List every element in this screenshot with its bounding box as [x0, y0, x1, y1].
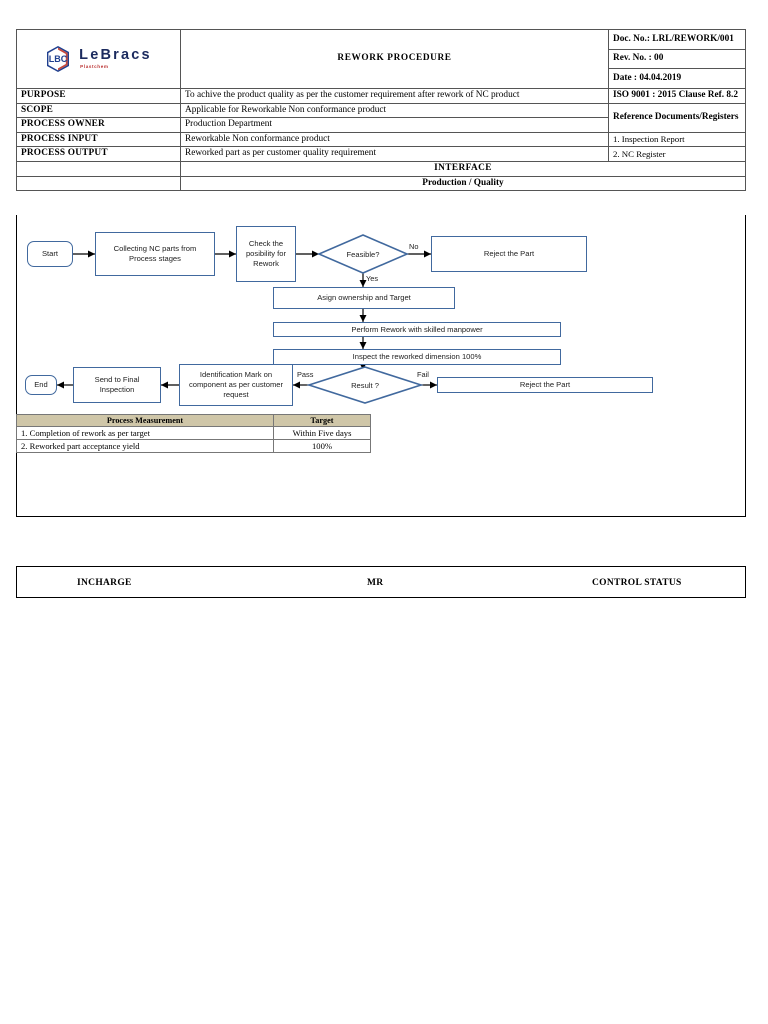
- interface-spacer: [16, 161, 181, 177]
- logo-cell: LBC LeBracs Plastchem: [16, 29, 181, 89]
- flow-node-feasible-decision[interactable]: Feasible?: [319, 235, 407, 273]
- flow-node-identification-mark[interactable]: Identification Mark on component as per …: [179, 364, 293, 406]
- flow-node-send-to-final-inspection[interactable]: Send to Final Inspection: [73, 367, 161, 403]
- lebracs-hexagon-logo-icon: LBC: [45, 45, 71, 73]
- meta-iso-clause: ISO 9001 : 2015 Clause Ref. 8.2: [608, 88, 746, 104]
- measurement-header-row: Process Measurement Target: [16, 414, 371, 427]
- measurement-cell-process-2: 2. Reworked part acceptance yield: [16, 439, 274, 453]
- signature-footer: INCHARGE MR CONTROL STATUS: [16, 566, 746, 598]
- table-row: 2. Reworked part acceptance yield 100%: [16, 439, 371, 453]
- measurement-cell-process-1: 1. Completion of rework as per target: [16, 426, 274, 440]
- flow-node-collecting-nc-parts[interactable]: Collecting NC parts from Process stages: [95, 232, 215, 276]
- page-title: REWORK PROCEDURE: [180, 29, 609, 89]
- flowchart-connectors: [57, 234, 437, 404]
- flow-node-check-possibility[interactable]: Check the posibility for Rework: [236, 226, 296, 282]
- interface-lane-label: Production / Quality: [180, 175, 746, 192]
- row-label-scope: SCOPE: [16, 102, 181, 119]
- interface-heading: INTERFACE: [180, 161, 746, 177]
- row-value-scope: Applicable for Reworkable Non conformanc…: [180, 102, 609, 119]
- flow-node-reject-the-part-top[interactable]: Reject the Part: [431, 236, 587, 272]
- footer-mr: MR: [367, 578, 384, 588]
- flow-node-perform-rework[interactable]: Perform Rework with skilled manpower: [273, 322, 561, 337]
- row-label-process-input: PROCESS INPUT: [16, 131, 181, 148]
- row-value-process-input: Reworkable Non conformance product: [180, 131, 609, 148]
- row-label-purpose: PURPOSE: [16, 88, 181, 104]
- flow-node-result-decision[interactable]: Result ?: [309, 367, 421, 403]
- edge-label-yes: Yes: [366, 274, 379, 283]
- flowchart-canvas: Start Collecting NC parts from Process s…: [16, 215, 746, 517]
- logo-brand-subtitle: Plastchem: [80, 63, 109, 69]
- flow-node-end[interactable]: End: [25, 375, 57, 395]
- edge-label-fail: Fail: [417, 370, 429, 379]
- table-row-process-output: PROCESS OUTPUT Reworked part as per cust…: [16, 146, 746, 163]
- reference-item-1: 1. Inspection Report: [608, 131, 746, 148]
- logo-brand-name: LeBracs: [79, 47, 152, 64]
- table-row-process-owner: PROCESS OWNER Production Department: [16, 117, 746, 133]
- meta-doc-no: Doc. No.: LRL/REWORK/001: [608, 29, 746, 50]
- table-row-purpose: PURPOSE To achive the product quality as…: [16, 88, 746, 104]
- flow-node-start[interactable]: Start: [27, 241, 73, 267]
- table-row-lane: Production / Quality: [16, 175, 746, 192]
- header-row-date: Date : 04.04.2019: [17, 68, 746, 89]
- measurement-header-target: Target: [273, 414, 371, 427]
- flow-node-reject-the-part-bottom[interactable]: Reject the Part: [437, 377, 653, 393]
- row-value-purpose: To achive the product quality as per the…: [180, 88, 609, 104]
- process-measurement-table: Process Measurement Target 1. Completion…: [16, 414, 371, 453]
- meta-rev-no: Rev. No. : 00: [608, 48, 746, 70]
- lane-spacer: [16, 175, 181, 192]
- measurement-header-process: Process Measurement: [16, 414, 274, 427]
- row-value-process-output: Reworked part as per customer quality re…: [180, 146, 609, 163]
- table-row-interface: INTERFACE: [16, 161, 746, 177]
- flow-node-feasible-label: Feasible?: [346, 249, 380, 259]
- meta-date: Date : 04.04.2019: [608, 68, 746, 89]
- edge-label-no: No: [409, 242, 419, 251]
- document-header-table: LBC LeBracs Plastchem REWORK PROCEDURE D…: [16, 29, 746, 192]
- measurement-cell-target-1: Within Five days: [273, 426, 371, 440]
- flow-node-inspect-dimension[interactable]: Inspect the reworked dimension 100%: [273, 349, 561, 365]
- header-row-rev: Rev. No. : 00: [17, 48, 746, 70]
- svg-text:LBC: LBC: [49, 54, 68, 64]
- measurement-cell-target-2: 100%: [273, 439, 371, 453]
- edge-label-pass: Pass: [297, 370, 314, 379]
- row-value-process-owner: Production Department: [180, 117, 609, 133]
- footer-control-status: CONTROL STATUS: [592, 578, 682, 588]
- footer-incharge: INCHARGE: [77, 578, 132, 588]
- reference-documents-heading: Reference Documents/Registers: [608, 102, 746, 133]
- reference-item-2: 2. NC Register: [608, 146, 746, 163]
- table-row: 1. Completion of rework as per target Wi…: [16, 426, 371, 440]
- row-label-process-output: PROCESS OUTPUT: [16, 146, 181, 163]
- row-label-process-owner: PROCESS OWNER: [16, 117, 181, 133]
- flow-node-assign-ownership[interactable]: Asign ownership and Target: [273, 287, 455, 309]
- header-row-title: LBC LeBracs Plastchem REWORK PROCEDURE D…: [16, 29, 746, 89]
- table-row-process-input: PROCESS INPUT Reworkable Non conformance…: [16, 131, 746, 148]
- flow-node-result-label: Result ?: [351, 380, 379, 390]
- table-row-scope: SCOPE Applicable for Reworkable Non conf…: [16, 102, 746, 133]
